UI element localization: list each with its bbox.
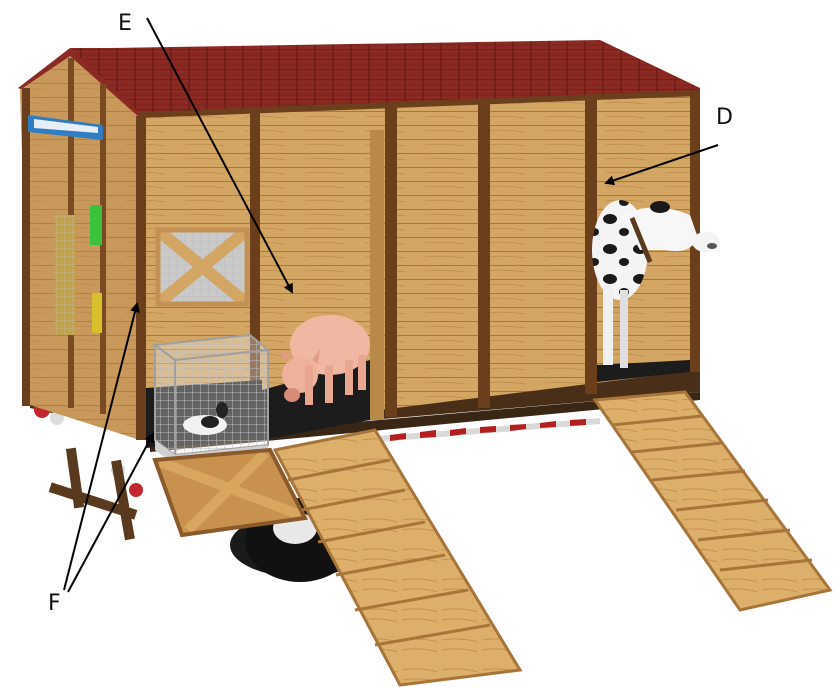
support-stand (49, 448, 138, 541)
label-f: F (48, 591, 61, 616)
vent-x-brace (158, 230, 247, 304)
wire-cage (155, 335, 268, 465)
label-d: D (716, 105, 733, 130)
loading-ramp (595, 392, 830, 610)
label-e: E (118, 11, 132, 36)
tail-light (129, 483, 143, 497)
door-opening-center (260, 128, 370, 440)
arrow-f-2 (68, 434, 153, 592)
front-end-wall (20, 56, 140, 440)
